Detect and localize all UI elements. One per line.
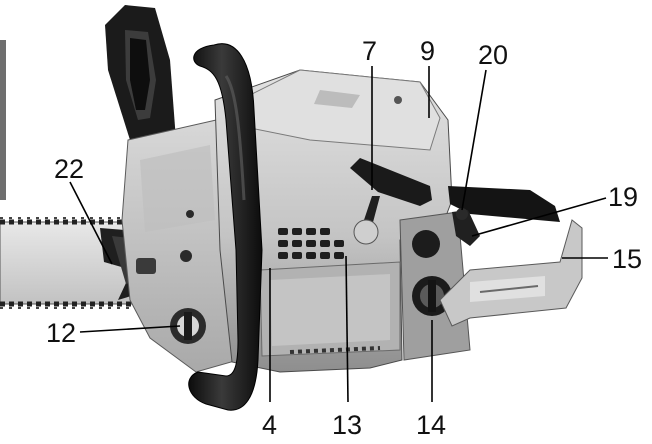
callout-labels: 7 9 20 22 19 15 12 4 13 14 (46, 36, 642, 440)
throttle-trigger (452, 208, 480, 246)
leader-line-20 (461, 69, 487, 211)
leader-line-12 (79, 325, 181, 333)
callout-20: 20 (478, 40, 508, 70)
leader-lines (69, 66, 608, 403)
leader-line-13 (345, 255, 349, 403)
rear-handle (439, 186, 583, 327)
front-hand-guard (105, 5, 176, 150)
leader-line-22 (69, 181, 113, 265)
fuel-tank-cap (412, 276, 452, 316)
callout-14: 14 (416, 410, 446, 440)
callout-19: 19 (608, 182, 638, 212)
front-handle-bar (188, 43, 263, 411)
starter-pull-handle (350, 158, 432, 245)
callout-22: 22 (54, 154, 84, 184)
clutch-cover (121, 117, 239, 373)
chain-tension-knob (170, 308, 206, 344)
callout-12: 12 (46, 318, 76, 348)
oil-cap-icon (412, 230, 440, 258)
left-edge-shadow (0, 40, 6, 200)
callout-4: 4 (262, 410, 277, 440)
callout-13: 13 (332, 410, 362, 440)
callout-7: 7 (362, 36, 377, 66)
cooling-vents (278, 228, 344, 259)
callout-9: 9 (420, 36, 435, 66)
leader-line-19 (471, 197, 607, 237)
engine-housing (214, 69, 453, 373)
callout-15: 15 (612, 244, 642, 274)
